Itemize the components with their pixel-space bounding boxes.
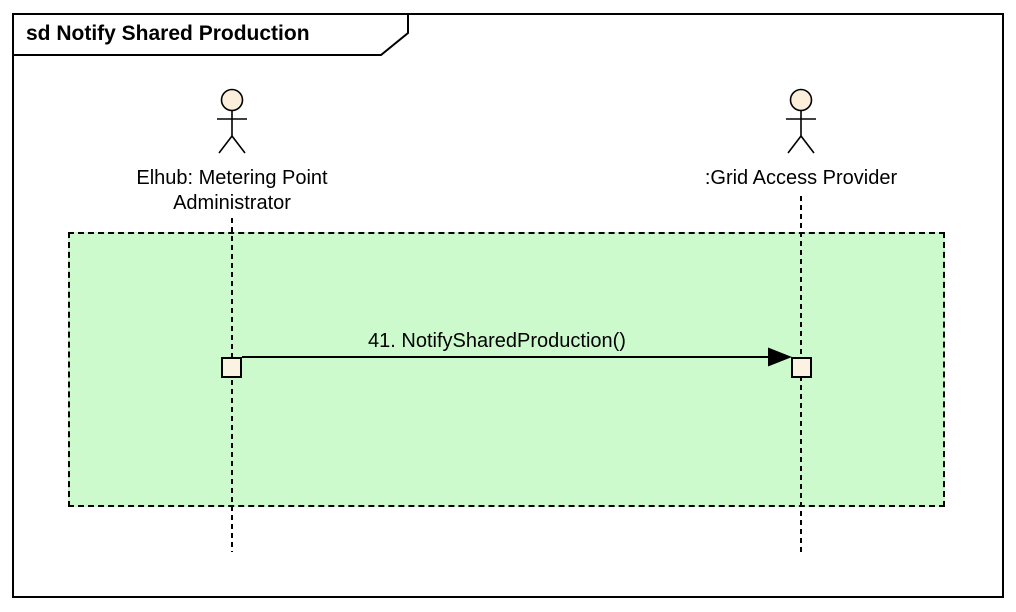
actor-label-grid-access-provider: :Grid Access Provider	[631, 166, 971, 191]
frame-title-tab	[12, 13, 409, 56]
message-label: 41. NotifySharedProduction()	[368, 330, 626, 352]
frame-title: sd Notify Shared Production	[26, 22, 310, 45]
actor-label-line: Elhub: Metering Point	[136, 167, 328, 189]
interaction-region	[68, 232, 945, 507]
activation-grid-access-provider	[791, 357, 812, 378]
lifeline-metering-point-administrator	[231, 218, 233, 552]
message-line	[242, 356, 770, 358]
activation-metering-point-administrator	[221, 357, 242, 378]
actor-label-line: :Grid Access Provider	[704, 167, 898, 189]
actor-icon	[217, 88, 247, 154]
message-arrowhead-icon	[768, 347, 792, 367]
actor-label-line: Administrator	[173, 192, 291, 214]
actor-icon	[786, 88, 816, 154]
actor-label-metering-point-administrator: Elhub: Metering Point Administrator	[62, 166, 402, 216]
